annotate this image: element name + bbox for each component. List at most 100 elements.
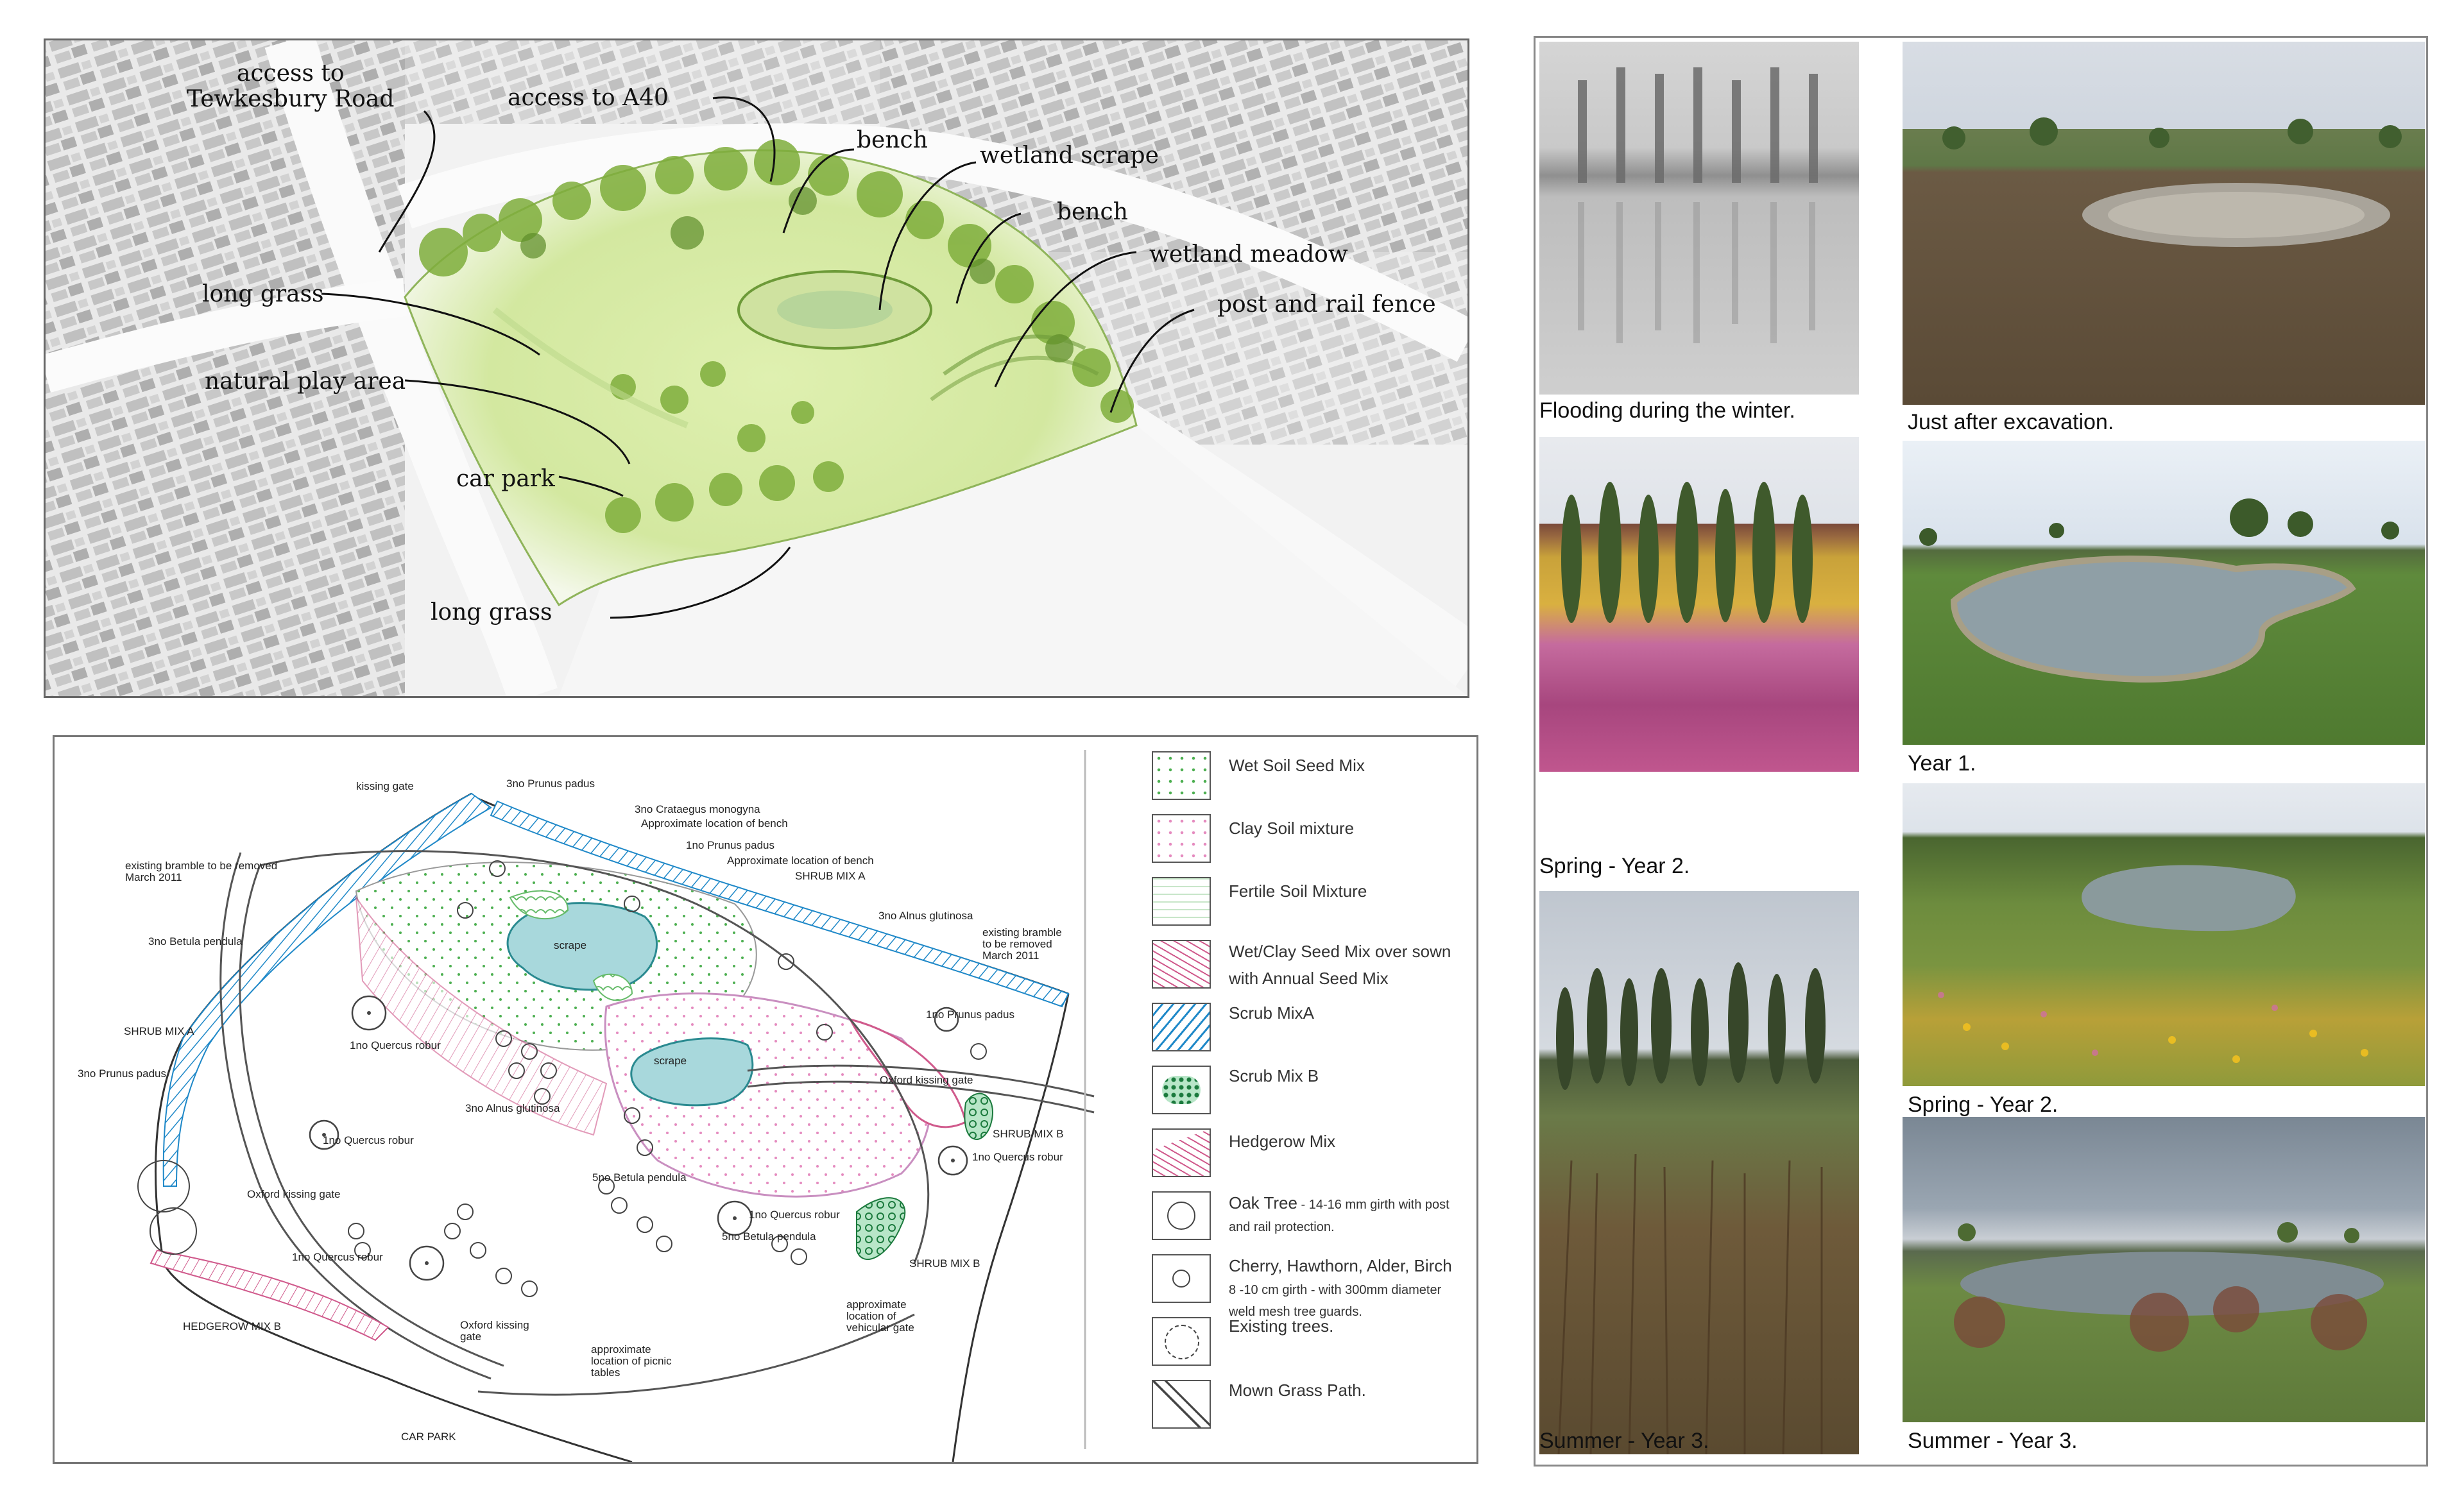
legend-swatch-fertile-soil (1152, 877, 1211, 926)
wet-clay-zone-east (848, 1017, 967, 1128)
plan-label-bramble-west: existing bramble to be removed March 201… (125, 860, 277, 883)
legend-swatch-clay-soil (1152, 814, 1211, 863)
legend-swatch-hedgerow (1152, 1128, 1211, 1177)
legend-swatch-scrub-mix-b (1152, 1066, 1211, 1114)
caption-summer-year3-right: Summer - Year 3. (1908, 1429, 2078, 1453)
legend-sub2-small-trees: weld mesh tree guards. (1229, 1305, 1362, 1319)
spring-poplars (1561, 482, 1813, 623)
spring-pond (1938, 865, 2368, 1063)
legend-label-wet-clay: Wet/Clay Seed Mix over sown (1229, 942, 1451, 961)
plan-label-quercus-5: 1no Quercus robur (292, 1251, 383, 1263)
photo-spring-year2-pond (1903, 783, 2425, 1086)
plan-label-bench-1: Approximate location of bench (641, 817, 788, 829)
plan-label-betula-3: 5no Betula pendula (722, 1230, 816, 1243)
plan-label-quercus-2: 1no Quercus robur (972, 1151, 1063, 1163)
callout-access-tewkesbury: access to Tewkesbury Road (187, 61, 394, 112)
plan-label-alnus-1: 3no Alnus glutinosa (878, 910, 973, 922)
plan-label-bramble-west-text: existing bramble to be removed March 201… (125, 860, 278, 883)
planting-plan-drawing (55, 737, 1476, 1462)
photo-excavation (1903, 42, 2425, 405)
caption-flooding: Flooding during the winter. (1539, 398, 1795, 423)
plan-label-car-park: CAR PARK (401, 1431, 456, 1443)
legend-label-oak-tree-name: Oak Tree (1229, 1193, 1297, 1212)
plan-label-scrape-2: scrape (654, 1055, 687, 1067)
summer-reeds (1556, 962, 1826, 1454)
illustrative-aerial-panel: access to Tewkesbury Road access to A40 … (44, 38, 1469, 698)
callout-long-grass-1: long grass (202, 281, 324, 307)
plan-label-shrub-mix-a-north: SHRUB MIX A (795, 870, 866, 882)
plan-label-oxford-gate-3-text: Oxford kissing gate (460, 1319, 529, 1343)
plan-label-shrub-mix-b-1: SHRUB MIX B (993, 1128, 1064, 1140)
legend-swatch-small-trees (1152, 1254, 1211, 1303)
callout-car-park: car park (456, 466, 555, 492)
plan-label-prunus-2: 1no Prunus padus (686, 839, 774, 851)
aerial-sketch (46, 40, 1467, 696)
excavation-pond (1942, 117, 2402, 247)
plan-label-scrape-1: scrape (554, 939, 587, 951)
legend-label-scrub-mix-b: Scrub Mix B (1229, 1066, 1319, 1085)
site-boundary-east (952, 993, 1070, 1462)
callout-access-a40: access to A40 (508, 85, 669, 111)
wet-clay-zone (355, 895, 608, 1136)
legend-label-small-trees: Cherry, Hawthorn, Alder, Birch (1229, 1256, 1452, 1275)
caption-spring-year2-right: Spring - Year 2. (1908, 1093, 2058, 1117)
callout-post-rail-fence: post and rail fence (1217, 291, 1436, 318)
plan-label-shrub-mix-b-2: SHRUB MIX B (909, 1257, 980, 1270)
plan-label-picnic-tables: approximate location of picnic tables (591, 1344, 672, 1379)
plan-label-hedgerow-mix-b: HEDGEROW MIX B (183, 1320, 282, 1332)
legend-swatch-oak-tree (1152, 1191, 1211, 1240)
photo-flooding-winter (1539, 42, 1859, 395)
plan-label-prunus-3: 1no Prunus padus (926, 1008, 1014, 1021)
legend-label-scrub-mix-a: Scrub MixA (1229, 1003, 1314, 1023)
photo-sequence-panel: Flooding during the winter. Just after e… (1534, 36, 2428, 1467)
scrub-mix-a-west (162, 792, 492, 1187)
callout-natural-play-area: natural play area (205, 368, 406, 395)
legend-swatch-wet-soil (1152, 751, 1211, 800)
legend-sub-wet-clay: with Annual Seed Mix (1229, 969, 1389, 988)
callout-long-grass-2: long grass (431, 599, 552, 625)
plan-label-oxford-gate-3: Oxford kissing gate (460, 1320, 529, 1343)
photo-year1 (1903, 441, 2425, 745)
legend-label-oak-tree-desc: - 14-16 mm girth with post (1297, 1198, 1450, 1212)
legend-label-wet-soil: Wet Soil Seed Mix (1229, 756, 1365, 775)
plan-label-oxford-gate-1: Oxford kissing gate (880, 1074, 973, 1086)
legend-swatch-mown-path (1152, 1380, 1211, 1429)
caption-year1: Year 1. (1908, 751, 1976, 776)
plan-label-betula-2: 5no Betula pendula (592, 1171, 687, 1184)
scrub-mix-a-north (490, 800, 1070, 1008)
photo-summer-year3-pond (1903, 1117, 2425, 1422)
callout-leaders (321, 96, 1195, 619)
plan-label-quercus-4: 1no Quercus robur (749, 1209, 840, 1221)
plan-label-bramble-east-text: existing bramble to be removed March 201… (982, 926, 1062, 962)
legend-label-hedgerow: Hedgerow Mix (1229, 1132, 1336, 1151)
plan-label-bramble-east: existing bramble to be removed March 201… (982, 927, 1062, 962)
photo-summer-year3-reeds (1539, 891, 1859, 1454)
legend-swatch-wet-clay (1152, 940, 1211, 989)
small-trees (348, 860, 987, 1297)
plan-label-vehicular-gate-text: approximate location of vehicular gate (846, 1298, 914, 1334)
legend-sub-small-trees: 8 -10 cm girth - with 300mm diameter (1229, 1283, 1442, 1297)
year1-pond (1919, 498, 2399, 683)
oak-trees (309, 995, 968, 1281)
plan-label-picnic-tables-text: approximate location of picnic tables (591, 1343, 672, 1379)
photo-spring-year2-meadow (1539, 437, 1859, 772)
plan-label-prunus-4: 3no Prunus padus (78, 1067, 166, 1080)
plan-label-vehicular-gate: approximate location of vehicular gate (846, 1299, 914, 1334)
flood-trees (1578, 67, 1818, 343)
summer-pond (1954, 1222, 2384, 1352)
legend-label-oak-tree: Oak Tree - 14-16 mm girth with post (1229, 1190, 1450, 1218)
plan-label-kissing-gate: kissing gate (356, 780, 414, 792)
plan-label-shrub-mix-a-west: SHRUB MIX A (124, 1025, 194, 1037)
plan-label-alnus-2: 3no Alnus glutinosa (465, 1102, 560, 1114)
legend-label-fertile-soil: Fertile Soil Mixture (1229, 881, 1367, 901)
plan-label-betula-1: 3no Betula pendula (148, 935, 243, 948)
plan-label-crataegus: 3no Crataegus monogyna (635, 803, 760, 815)
callout-access-tewkesbury-text: access to Tewkesbury Road (187, 60, 395, 112)
plan-label-prunus-1: 3no Prunus padus (506, 778, 595, 790)
caption-summer-year3-left: Summer - Year 3. (1539, 1429, 1709, 1453)
caption-spring-year2-left: Spring - Year 2. (1539, 854, 1690, 878)
plan-label-bench-2: Approximate location of bench (727, 855, 874, 867)
legend-label-clay-soil: Clay Soil mixture (1229, 819, 1355, 838)
callout-wetland-scrape: wetland scrape (980, 142, 1159, 169)
legend-sub2-oak-tree: and rail protection. (1229, 1220, 1335, 1234)
